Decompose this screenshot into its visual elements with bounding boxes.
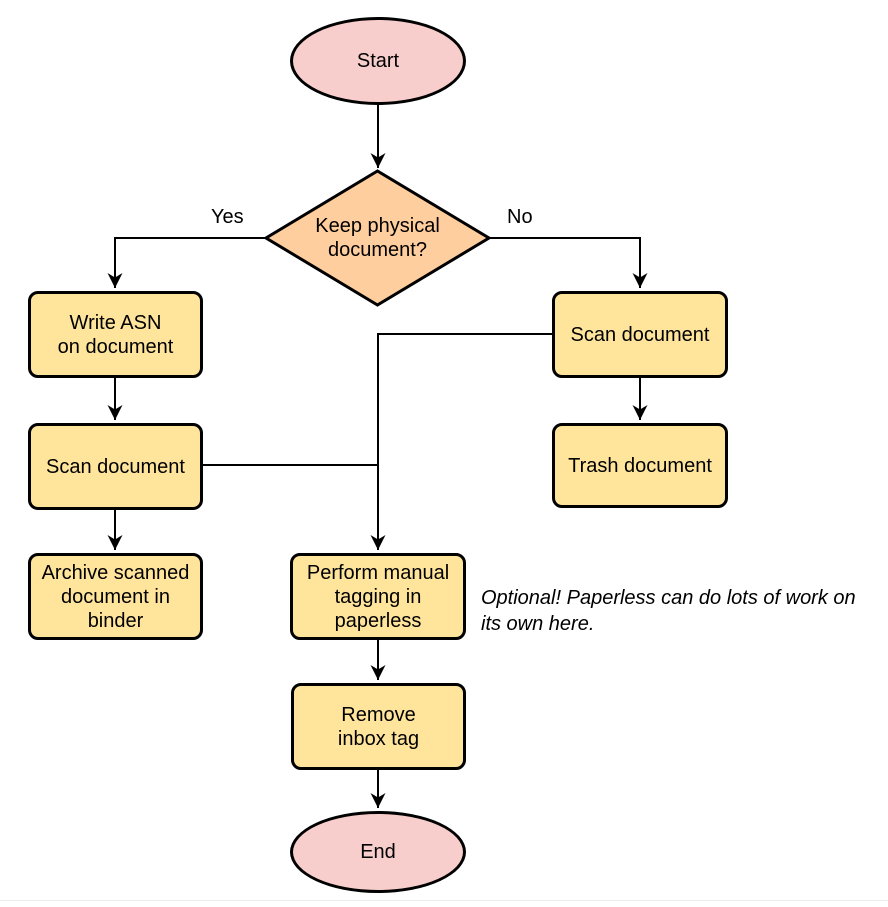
node-remove-inbox-tag-label: Remove inbox tag bbox=[337, 703, 420, 750]
node-scan-document-right-label: Scan document bbox=[570, 323, 710, 346]
node-manual-tagging-label: Perform manual tagging in paperless bbox=[306, 561, 450, 632]
node-trash-document: Trash document bbox=[552, 423, 728, 508]
edge-label-no: No bbox=[507, 206, 533, 228]
node-archive-document-label: Archive scanned document in binder bbox=[41, 561, 190, 632]
node-scan-document-left: Scan document bbox=[28, 423, 203, 510]
node-scan-document-left-label: Scan document bbox=[46, 455, 185, 478]
node-write-asn-label: Write ASN on document bbox=[57, 311, 174, 358]
node-manual-tagging: Perform manual tagging in paperless bbox=[290, 553, 466, 640]
optional-note: Optional! Paperless can do lots of work … bbox=[481, 587, 856, 636]
edge-decision-no-to-scan-right bbox=[489, 237, 648, 288]
edge-label-yes: Yes bbox=[211, 206, 244, 228]
node-archive-document: Archive scanned document in binder bbox=[28, 553, 203, 640]
node-trash-document-label: Trash document bbox=[568, 454, 712, 477]
node-write-asn: Write ASN on document bbox=[28, 291, 203, 378]
node-end: End bbox=[290, 811, 466, 893]
node-end-label: End bbox=[360, 841, 396, 863]
node-scan-document-right: Scan document bbox=[552, 291, 728, 378]
node-decision-label: Keep physical document? bbox=[315, 215, 440, 261]
node-start-label: Start bbox=[356, 50, 400, 72]
edge-decision-yes-to-write-asn bbox=[107, 237, 266, 288]
page-bottom-divider bbox=[0, 900, 888, 901]
edge-scan-right-to-tagging bbox=[370, 333, 552, 550]
node-start: Start bbox=[290, 17, 466, 105]
decision-diamond-shape bbox=[263, 169, 492, 307]
node-remove-inbox-tag: Remove inbox tag bbox=[291, 683, 466, 770]
